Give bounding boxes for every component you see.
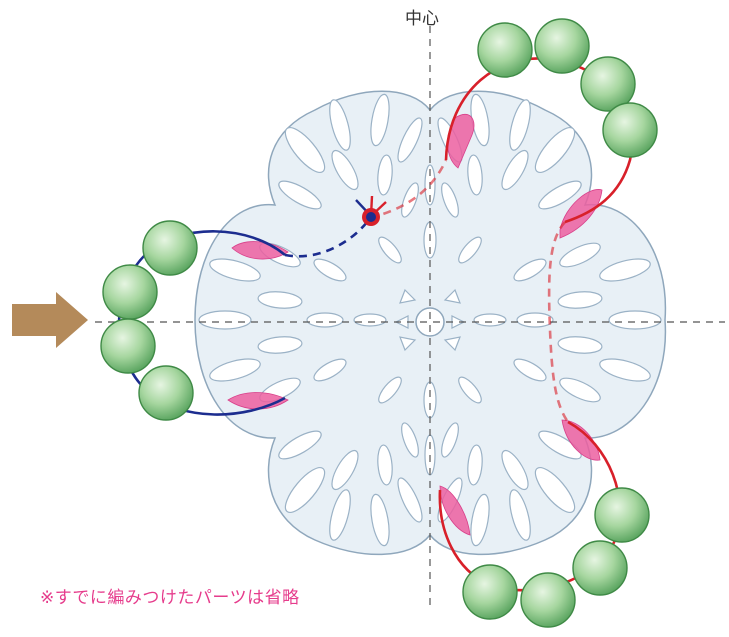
bead (520, 572, 576, 628)
overlap-marks (227, 113, 603, 536)
lace-motif (194, 90, 667, 556)
overlap-mark-bottom-right (439, 485, 471, 536)
omitted-parts-note: ※すでに編みつけたパーツは省略 (40, 588, 300, 608)
center-label: 中心 (405, 9, 439, 29)
bead (534, 18, 590, 74)
bead (142, 220, 198, 276)
knot-icon (355, 195, 387, 226)
overlap-mark-right-upper (559, 189, 603, 239)
bead (477, 22, 533, 78)
red-thread-hidden-upper (369, 159, 448, 220)
bead (572, 540, 628, 596)
blue-thread-hidden (284, 217, 372, 258)
center-ring (415, 307, 445, 337)
right-arrow-icon (12, 292, 88, 348)
overlap-mark-right-lower (561, 419, 601, 461)
bead (100, 318, 156, 374)
red-thread-hidden-right (547, 221, 570, 423)
beads (100, 18, 658, 628)
bead (102, 264, 158, 320)
bead (462, 564, 518, 620)
center-axes (95, 26, 725, 610)
bead (580, 56, 636, 112)
bead (602, 102, 658, 158)
bead (138, 365, 194, 421)
bead (594, 487, 650, 543)
